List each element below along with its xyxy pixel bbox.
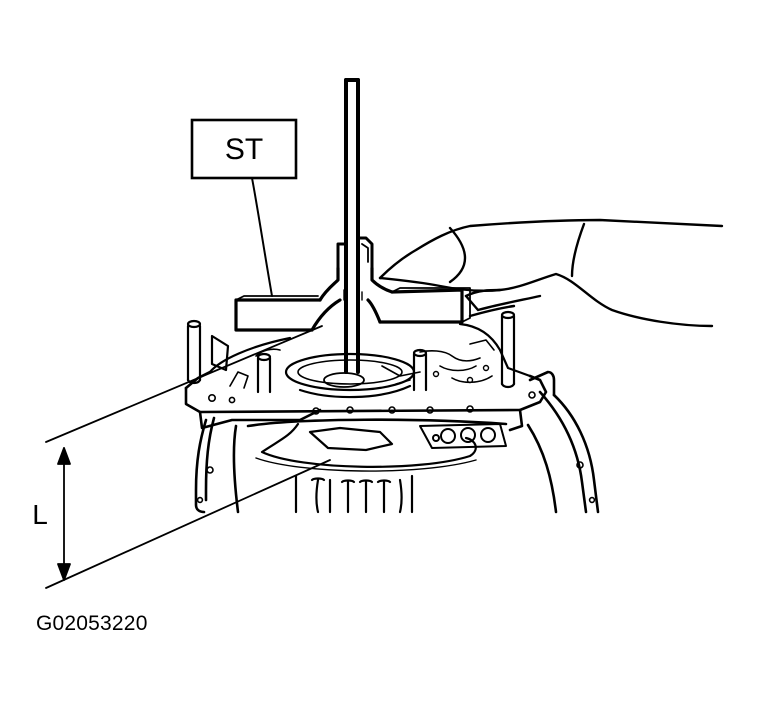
tool-label-box xyxy=(190,118,298,180)
tool-leader-line xyxy=(251,177,273,297)
extension-line-bottom xyxy=(45,459,331,589)
pump-body xyxy=(255,422,477,472)
special-tool xyxy=(234,78,471,374)
clutch-drum xyxy=(294,474,414,514)
tool-label: ST xyxy=(225,133,263,166)
dimension-label: L xyxy=(32,499,48,530)
arrow-down-icon xyxy=(57,563,71,581)
flange-bolt-holes xyxy=(196,391,596,504)
figure-code: G02053220 xyxy=(36,612,148,635)
arrow-up-icon xyxy=(57,447,71,465)
port-holes xyxy=(419,423,507,449)
case-top-surface xyxy=(208,322,532,399)
tool-label-callout: ST xyxy=(190,118,298,297)
dimension-l xyxy=(45,325,331,589)
extension-line-top xyxy=(45,325,323,443)
hand-illustration xyxy=(378,218,724,328)
guide-studs xyxy=(186,310,516,394)
transmission-case xyxy=(184,370,600,514)
